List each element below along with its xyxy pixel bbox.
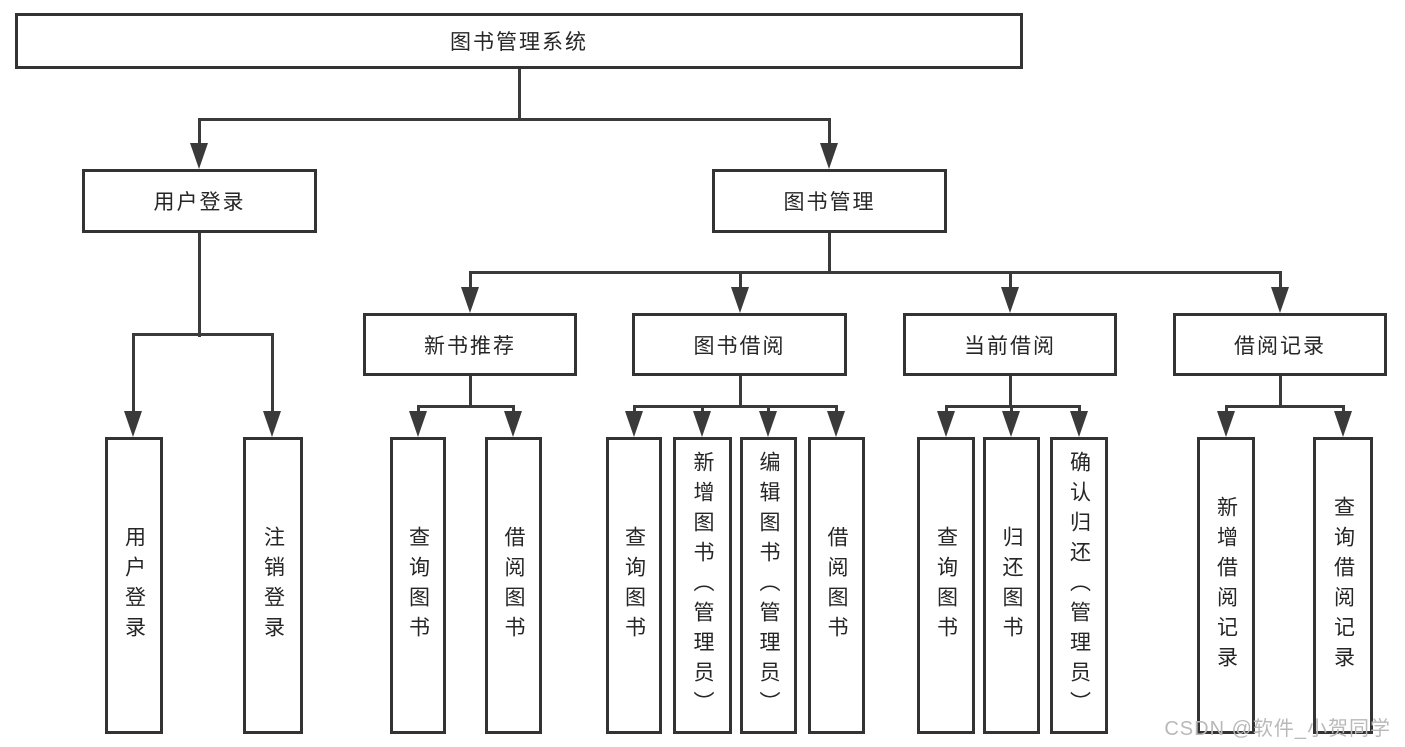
node-label: 图书管理 [783, 191, 876, 214]
leaf-edit-book-admin: 编辑图书（管理员） [740, 437, 797, 734]
arrow-down-icon [409, 411, 427, 437]
leaf-query-borrow-record: 查询借阅记录 [1313, 437, 1373, 734]
node-label: 用户登录 [153, 191, 246, 214]
leaf-label: 用户登录 [122, 525, 146, 646]
leaf-confirm-return-admin: 确认归还（管理员） [1050, 437, 1108, 734]
leaf-label: 新增借阅记录 [1214, 495, 1238, 676]
arrow-down-icon [820, 143, 838, 169]
node-label: 当前借阅 [964, 334, 1056, 358]
arrow-down-icon [461, 287, 479, 313]
arrow-down-icon [1334, 411, 1352, 437]
connector-line [197, 119, 201, 146]
leaf-label: 借阅图书 [825, 525, 848, 646]
connector-line [1224, 404, 1345, 408]
connector-line [632, 404, 838, 408]
connector-line [197, 117, 831, 121]
connector-line [468, 270, 1282, 274]
arrow-down-icon [1001, 287, 1019, 313]
connector-line [827, 233, 831, 274]
arrow-down-icon [1217, 411, 1235, 437]
arrow-down-icon [1070, 411, 1088, 437]
connector-line [944, 404, 1081, 408]
leaf-label: 编辑图书（管理员） [757, 450, 780, 721]
connector-line [468, 272, 472, 292]
connector-line [1008, 376, 1012, 408]
leaf-label: 查询图书 [934, 525, 958, 646]
leaf-add-borrow-record: 新增借阅记录 [1197, 437, 1255, 734]
leaf-query-books-borrowing: 查询图书 [606, 437, 662, 734]
arrow-down-icon [827, 411, 845, 437]
arrow-down-icon [124, 411, 142, 437]
node-new-book-recommend: 新书推荐 [363, 313, 577, 376]
connector-line [827, 119, 831, 146]
leaf-label: 查询借阅记录 [1331, 495, 1355, 676]
leaf-add-book-admin: 新增图书（管理员） [673, 437, 732, 734]
connector-line [131, 332, 274, 336]
node-label: 新书推荐 [424, 334, 516, 358]
leaf-label: 查询图书 [622, 525, 646, 646]
arrow-down-icon [759, 411, 777, 437]
node-label: 图书借阅 [693, 334, 786, 358]
leaf-label: 新增图书（管理员） [691, 450, 714, 721]
node-current-borrowing: 当前借阅 [903, 313, 1117, 376]
leaf-label: 注销登录 [261, 525, 285, 646]
connector-line [131, 334, 135, 416]
leaf-query-books-current: 查询图书 [917, 437, 975, 734]
node-label: 借阅记录 [1234, 334, 1326, 358]
node-book-borrowing: 图书借阅 [632, 313, 847, 376]
connector-line [416, 404, 515, 408]
connector-line [738, 376, 742, 408]
leaf-label: 查询图书 [406, 525, 430, 646]
leaf-borrow-books-borrowing: 借阅图书 [808, 437, 865, 734]
arrow-down-icon [625, 411, 643, 437]
arrow-down-icon [1271, 287, 1289, 313]
node-user-login: 用户登录 [82, 169, 317, 233]
leaf-user-login: 用户登录 [105, 437, 163, 734]
node-borrow-records: 借阅记录 [1173, 313, 1387, 376]
connector-line [738, 272, 742, 292]
leaf-label: 确认归还（管理员） [1067, 450, 1091, 721]
leaf-label: 借阅图书 [502, 525, 525, 646]
node-label: 图书管理系统 [450, 31, 588, 54]
arrow-down-icon [1002, 411, 1020, 437]
arrow-down-icon [937, 411, 955, 437]
leaf-label: 归还图书 [1000, 525, 1023, 646]
leaf-return-book: 归还图书 [983, 437, 1040, 734]
node-book-management: 图书管理 [712, 169, 947, 233]
connector-line [270, 334, 274, 416]
arrow-down-icon [693, 411, 711, 437]
leaf-logout: 注销登录 [243, 437, 303, 734]
connector-line [197, 233, 201, 337]
leaf-query-books-recommend: 查询图书 [390, 437, 446, 734]
csdn-watermark: CSDN @软件_小贺同学 [1164, 718, 1391, 740]
arrow-down-icon [263, 411, 281, 437]
arrow-down-icon [504, 411, 522, 437]
connector-line [1278, 272, 1282, 292]
arrow-down-icon [190, 143, 208, 169]
node-library-system: 图书管理系统 [15, 13, 1023, 69]
leaf-borrow-books-recommend: 借阅图书 [485, 437, 542, 734]
arrow-down-icon [731, 287, 749, 313]
connector-line [1278, 376, 1282, 408]
connector-line [517, 69, 521, 121]
connector-line [1008, 272, 1012, 292]
connector-line [468, 376, 472, 408]
